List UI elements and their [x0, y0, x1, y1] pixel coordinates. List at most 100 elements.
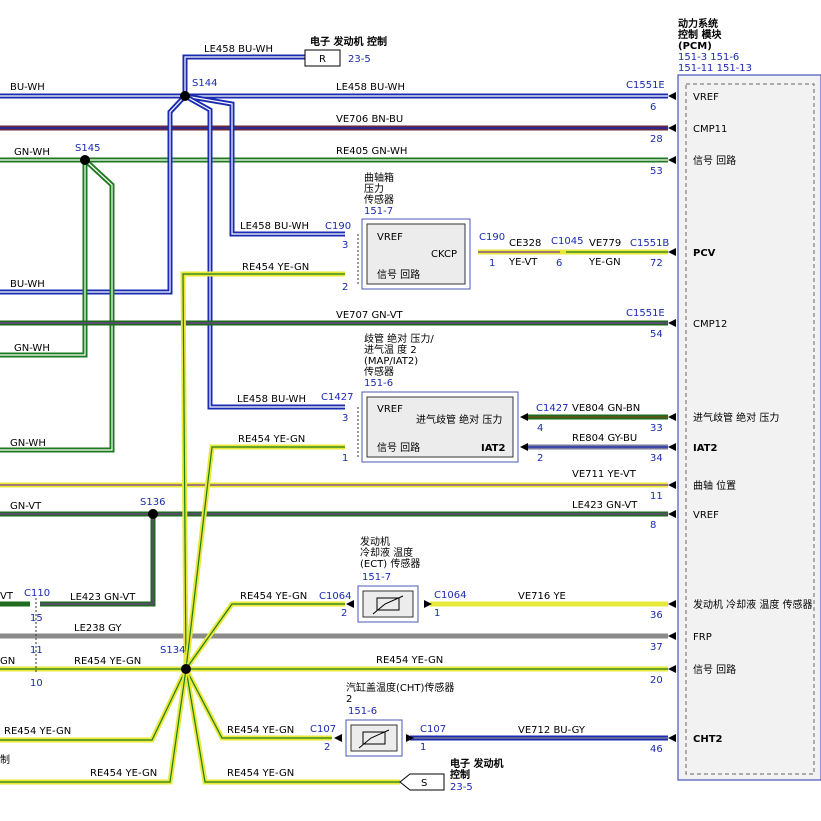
ckcp-w-o1: CE328: [509, 238, 541, 249]
splice-s145-label: S145: [75, 143, 100, 154]
pcm-pin-number: 11: [650, 491, 663, 502]
ckcp-w-o2: VE779: [589, 238, 621, 249]
ckcp-pin-out-num: 1: [489, 258, 495, 269]
pcm-ref-1: 151-3 151-6: [678, 52, 739, 63]
pcm-pin-label: 进气歧管 绝对 压力: [693, 411, 779, 424]
ckcp-pin-out: CKCP: [431, 249, 457, 260]
pcm-pin-label: CMP12: [693, 319, 727, 330]
map-w-in2: RE454 YE-GN: [238, 434, 305, 445]
wire-s145-a: [0, 160, 88, 358]
ect-pin-in: 2: [341, 608, 347, 619]
cht-w-out: VE712 BU-GY: [518, 725, 586, 736]
pcm-title-1: 动力系统: [678, 17, 718, 30]
pcm-pin-number: 54: [650, 329, 663, 340]
top-ref-wire-label: LE458 BU-WH: [204, 44, 273, 55]
pcm-pin-label: CHT2: [693, 734, 723, 745]
cht-arrow-out: [406, 734, 414, 742]
map-pin-sig: 信号 回路: [377, 441, 420, 454]
pcm-pin-number: 33: [650, 423, 663, 434]
ect-sensor-box: [362, 590, 414, 618]
pcm-pin-label: PCV: [693, 248, 716, 259]
map-pin1: 1: [342, 453, 348, 464]
ect-title-2: 冷却液 温度: [360, 546, 413, 559]
ect-conn-in: C1064: [319, 591, 351, 602]
thermistor-icon: [372, 595, 404, 615]
wire-vref-8: [0, 511, 668, 607]
splice-s144: [180, 91, 190, 101]
map-ref[interactable]: 151-6: [364, 378, 393, 389]
wire-top-ref: [182, 54, 305, 96]
ckcp-pin-mid: 6: [556, 258, 562, 269]
map-title-4: 传感器: [364, 365, 394, 378]
pcm-pin-number: 53: [650, 166, 663, 177]
pcm-pin-arrow: [668, 124, 676, 132]
pcm-pin-arrow: [668, 632, 676, 640]
left-wire-8: GN: [0, 656, 15, 667]
bottom-ref-letter: S: [421, 778, 427, 789]
left-wire-1: BU-WH: [10, 82, 45, 93]
pcm-pin-arrow: [668, 92, 676, 100]
splice-s136-label: S136: [140, 497, 165, 508]
pcm-pin-number: 36: [650, 610, 663, 621]
ckcp-conn-in: C190: [325, 221, 351, 232]
left-w-re454-b: RE454 YE-GN: [90, 768, 157, 779]
pcm-pin-number: 34: [650, 453, 663, 464]
wire-s144-left: [0, 94, 187, 295]
ckcp-pin-vref: VREF: [377, 232, 403, 243]
top-ref-letter: R: [319, 54, 326, 65]
wire-s145-b: [0, 158, 115, 453]
pcm-pin-arrow: [668, 156, 676, 164]
left-wire-7: VT: [0, 591, 14, 602]
ect-ref[interactable]: 151-7: [362, 572, 391, 583]
wire-label-le458: LE458 BU-WH: [336, 82, 405, 93]
cht-sensor-box: [350, 724, 398, 752]
pcm-pin-number: 37: [650, 642, 663, 653]
pcm-pin-label: CMP11: [693, 124, 727, 135]
cht-conn-out: C107: [420, 724, 446, 735]
ckcp-w-in2: RE454 YE-GN: [242, 262, 309, 273]
top-ref-page[interactable]: 23-5: [348, 54, 371, 65]
pcm-pin-label: VREF: [693, 510, 719, 521]
ckcp-ref[interactable]: 151-7: [364, 206, 393, 217]
c110-w-re454: RE454 YE-GN: [74, 656, 141, 667]
splice-s134: [181, 664, 191, 674]
ect-arrow-out: [424, 600, 432, 608]
map-conn: C1427: [321, 392, 353, 403]
ect-arrow-in: [346, 600, 354, 608]
pcm-pin-arrow: [668, 510, 676, 518]
ckcp-pin2: 2: [342, 282, 348, 293]
wire-label-le423: LE423 GN-VT: [572, 500, 638, 511]
cht-arrow-in: [334, 734, 342, 742]
pcm-inner-box: [685, 83, 815, 775]
left-w-re454-a: RE454 YE-GN: [4, 726, 71, 737]
conn-c1551e-2: C1551E: [626, 308, 665, 319]
pcm-ref-2: 151-11 151-13: [678, 63, 752, 74]
pcm-pin-number: 46: [650, 744, 663, 755]
pcm-pin-label: IAT2: [693, 443, 718, 454]
left-w-re454-c: RE454 YE-GN: [227, 768, 294, 779]
ect-title-3: (ECT) 传感器: [360, 557, 420, 570]
bottom-ref-page[interactable]: 23-5: [450, 782, 473, 793]
map-sensor-box: [366, 396, 514, 458]
c110-pin-10: 10: [30, 678, 43, 689]
wire-s134-branches: [0, 271, 400, 785]
conn-c110: C110: [24, 588, 50, 599]
pcm-pin-arrow: [668, 481, 676, 489]
cht-ref[interactable]: 151-6: [348, 706, 377, 717]
pcm-pin-number: 28: [650, 134, 663, 145]
wire-s144-ckcp: [184, 93, 345, 237]
pcm-title-3: (PCM): [678, 41, 712, 52]
wire-label-re405: RE405 GN-WH: [336, 146, 407, 157]
bottom-ref-box[interactable]: [399, 773, 445, 791]
pcm-pin-label: 曲轴 位置: [693, 479, 736, 492]
ckcp-w-in1: LE458 BU-WH: [240, 221, 309, 232]
wire-label-ve706: VE706 BN-BU: [336, 114, 403, 125]
top-ref-box[interactable]: [304, 49, 341, 67]
ckcp-conn-pcm: C1551B: [630, 238, 669, 249]
left-wire-6: GN-VT: [10, 501, 42, 512]
thermistor-icon: [358, 729, 390, 749]
ckcp-conn-out: C190: [479, 232, 505, 243]
map-title-1: 歧管 绝对 压力/: [364, 332, 434, 345]
